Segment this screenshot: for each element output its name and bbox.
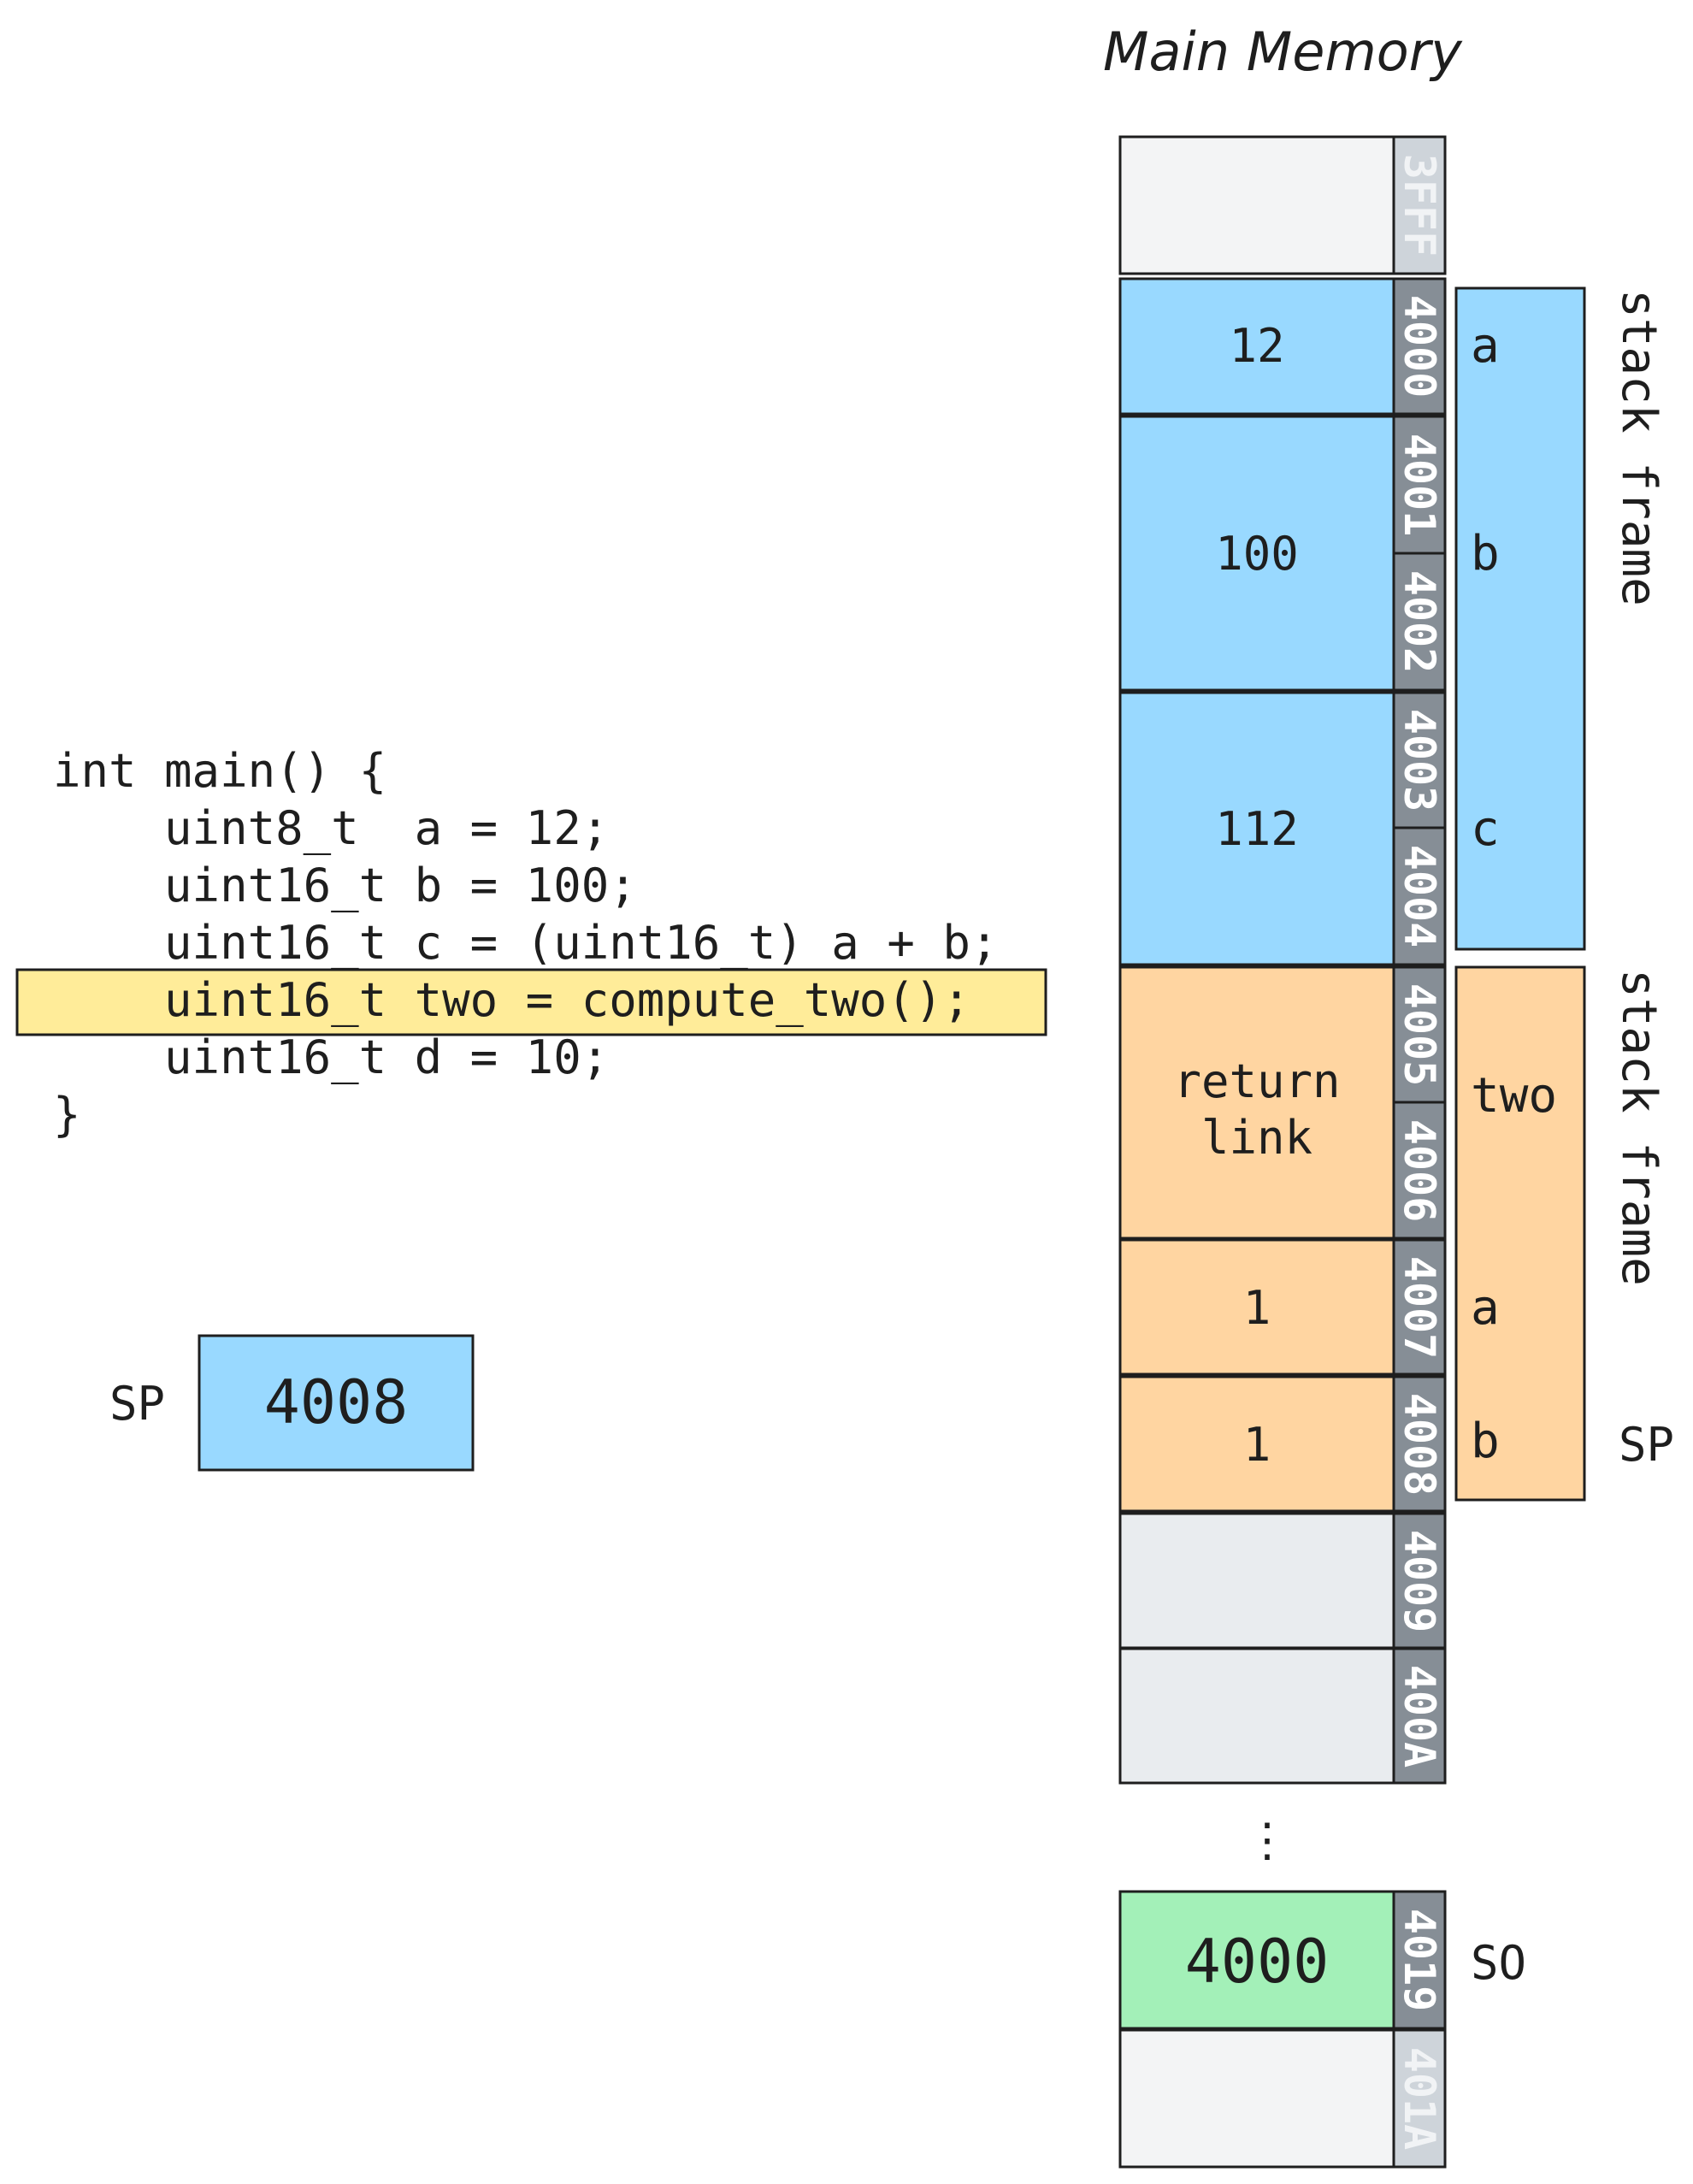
code-block: int main() { uint8_t a = 12; uint16_t b … [15,744,1047,1142]
memory-cell [1118,691,1395,966]
memory-cell [1118,1375,1395,1513]
address-label: 400A [1395,1665,1444,1768]
frame-var-label: c [1471,801,1500,857]
address-bar [1392,826,1447,966]
memory-cell [1118,2028,1395,2169]
address-bar [1392,552,1447,692]
address-label: 4003 [1395,709,1444,812]
address-label: 4000 [1395,295,1444,398]
code-line: uint16_t c = (uint16_t) a + b; [53,916,998,970]
address-label: 4006 [1395,1119,1444,1222]
sp-register: SP 4008 [109,1334,475,1472]
memory-cell [1118,1512,1395,1650]
address-bar [1392,277,1447,416]
code-line: uint8_t a = 12; [53,801,609,855]
address-label: 4004 [1395,845,1444,947]
code-line: int main() { [53,744,386,798]
address-label: 4001 [1395,434,1444,536]
address-bar [1392,965,1447,1104]
highlighted-line [15,968,1047,1036]
code-line: uint16_t b = 100; [53,859,637,912]
address-label: 4005 [1395,983,1444,1086]
memory-cell [1118,277,1395,416]
stack-frame-box [1454,286,1586,951]
cell-value: 1 [1243,1281,1271,1335]
cell-value: 100 [1215,527,1299,581]
diagram-title: Main Memory [1103,21,1463,83]
sp-register-box [198,1334,475,1472]
code-line: uint16_t d = 10; [53,1030,609,1084]
cell-value: 112 [1215,802,1299,856]
frame-var-label: a [1471,1280,1500,1336]
frame-var-label: b [1471,1414,1500,1469]
memory-cell [1118,135,1395,275]
code-line: uint16_t two = compute_two(); [53,973,970,1027]
address-label: 4007 [1395,1256,1444,1359]
address-label: 4019 [1395,1909,1444,2011]
address-column: 3FFF 4000 4001 4002 4003 4004 4005 4006 … [1392,135,1447,2169]
stack-frame-label: stack frame [1611,289,1666,606]
stack-frame-label: stack frame [1611,969,1666,1286]
frame-var-label: b [1471,526,1500,581]
memory-cell [1118,1647,1395,1785]
address-bar [1392,1101,1447,1240]
stack-frame-compute-two: two a b stack frame [1454,965,1666,1502]
ellipsis: ⋮ [1244,1813,1290,1867]
address-bar [1392,691,1447,829]
sp-marker: SP [1619,1418,1674,1472]
memory-cell [1118,415,1395,692]
address-bar [1392,1512,1447,1650]
memory-cell [1118,965,1395,1240]
address-label: 401A [1395,2047,1444,2150]
cell-value-line: return [1173,1054,1340,1108]
address-label: 3FFF [1395,154,1444,257]
address-bar [1392,1238,1447,1376]
sp-register-label: SP [109,1377,165,1431]
address-label: 4009 [1395,1530,1444,1632]
address-bar [1392,2028,1447,2169]
address-bar [1392,1890,1447,2030]
memory-cell [1118,1238,1395,1376]
address-label: 4002 [1395,570,1444,673]
address-bar [1392,135,1447,275]
frame-var-label: a [1471,318,1500,374]
code-line: } [53,1088,81,1142]
frame-var-label: two [1471,1068,1557,1124]
sp-register-value: 4008 [264,1367,409,1437]
cell-value: 12 [1229,319,1284,373]
memory-cells [1118,135,1395,2169]
so-marker: SO [1471,1936,1526,1990]
stack-frame-main: a b c stack frame [1454,286,1666,951]
address-bar [1392,1375,1447,1513]
cell-value: 4000 [1185,1927,1330,1997]
stack-frame-box [1454,965,1586,1502]
address-bar [1392,1647,1447,1785]
cell-value: 1 [1243,1418,1271,1472]
cell-value-line: link [1201,1111,1313,1165]
address-label: 4008 [1395,1393,1444,1496]
address-bar [1392,415,1447,555]
memory-cell [1118,1890,1395,2030]
